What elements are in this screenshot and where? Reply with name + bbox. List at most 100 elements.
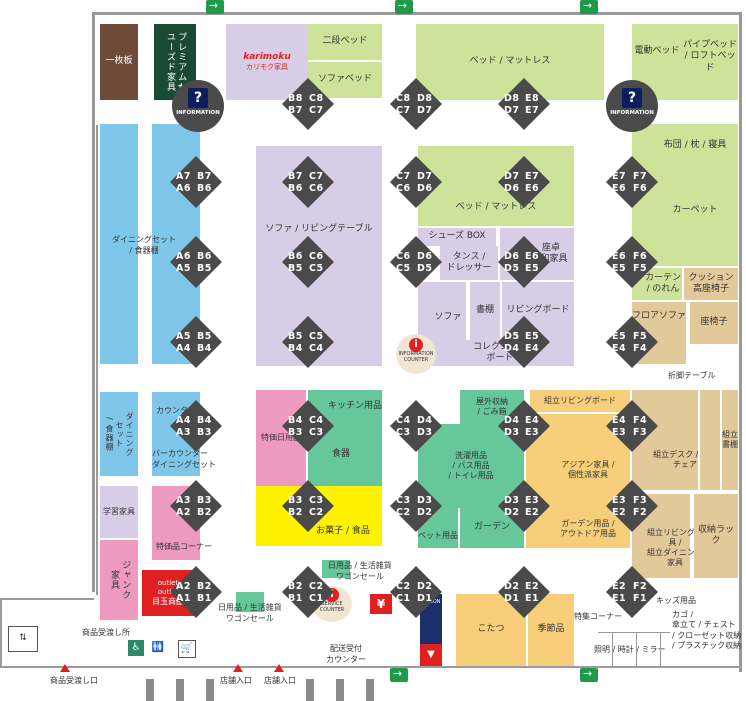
aisle-code: F5: [633, 331, 648, 342]
aisle-code: A2: [176, 507, 191, 518]
aisle-diamond-shape: [606, 480, 658, 532]
aisle-code: E7: [612, 171, 627, 182]
aisle-code: D7: [504, 105, 520, 116]
aisle-diamond-shape: [498, 78, 550, 130]
aisle-code: F4: [633, 343, 648, 354]
aisle-diamond-shape: [390, 400, 442, 452]
aisle-code: F2: [633, 507, 648, 518]
divider-kago: [598, 632, 670, 633]
aisle-code: A5: [176, 331, 191, 342]
zone-shodana: 書棚: [470, 282, 500, 340]
aisle-diamond-shape: [282, 156, 334, 208]
information-left[interactable]: ? INFORMATION: [172, 80, 224, 132]
aisle-code: D2: [417, 581, 433, 592]
aisle-code: D1: [417, 593, 433, 604]
aisle-code: B5: [288, 331, 303, 342]
aisle-diamond-shape: [170, 236, 222, 288]
counter-label: カウンター: [156, 406, 196, 415]
aisle-code: F1: [633, 593, 648, 604]
zone-karimoku: karimoku カリモク家具: [226, 24, 308, 100]
aisle-code: E6: [612, 183, 627, 194]
aisle-code: D3: [417, 495, 433, 506]
aisle-code: D7: [417, 105, 433, 116]
aisle-diamond-shape: [282, 236, 334, 288]
aisle-code: F4: [633, 415, 648, 426]
aisle-diamond-shape: [282, 480, 334, 532]
aisle-code: C2: [309, 581, 324, 592]
aisle-diamond-fill: [170, 480, 222, 532]
aisle-code: E1: [612, 593, 627, 604]
aisle-diamond-shape: [170, 316, 222, 368]
aisle-diamond-fill: [498, 566, 550, 618]
yen-icon: ¥: [370, 594, 392, 614]
aisle-code: A3: [176, 495, 191, 506]
zone-kumitate-living2: 組立リビング家具 / 組立ダイニング家具: [632, 494, 703, 578]
entrance-marker: [233, 664, 243, 672]
aisle-code: E6: [525, 183, 540, 194]
aisle-code: B2: [288, 507, 303, 518]
aisle-code: B5: [288, 263, 303, 274]
aisle-code: E6: [612, 251, 627, 262]
entrance-marker: [274, 664, 284, 672]
aisle-code: B4: [288, 415, 303, 426]
aisle-code: C3: [309, 427, 324, 438]
aisle-diamond-fill: [498, 400, 550, 452]
aisle-diamond-shape: [390, 78, 442, 130]
outer-wall-bottom-left: [0, 598, 94, 600]
aisle-code: C6: [309, 251, 324, 262]
aisle-code: D3: [504, 495, 520, 506]
information-right[interactable]: ? INFORMATION: [606, 80, 658, 132]
aisle-code: E6: [525, 251, 540, 262]
exit-bottom-mid: [390, 667, 408, 682]
aisle-code: D5: [417, 263, 433, 274]
cart-icon: 🛒: [178, 640, 196, 658]
aisle-code: C4: [309, 415, 324, 426]
aisle-code: D2: [504, 507, 520, 518]
exit-bottom-right: [580, 667, 598, 682]
aisle-diamond-shape: [282, 400, 334, 452]
aisle-code: E5: [525, 263, 540, 274]
aisle-code: C4: [396, 415, 411, 426]
aisle-code: E7: [525, 171, 540, 182]
zone-dining: [100, 124, 138, 364]
aisle-diamond-fill: [498, 316, 550, 368]
divider-kago-v1: [612, 632, 613, 666]
aisle-code: E2: [525, 581, 540, 592]
aisle-diamond-fill: [390, 400, 442, 452]
zone-tansu: タンス / ドレッサー: [440, 246, 498, 280]
bar-counter-label: バーカウンター ダイニングセット: [152, 449, 216, 469]
aisle-diamond-shape: [606, 156, 658, 208]
restroom-icon: 🚻: [151, 641, 165, 653]
zone-nidan-bed: 二段ベッド: [308, 24, 382, 60]
kago-label: カゴ / 傘立て / チェスト / クローゼット収納 / プラスチック収納: [672, 610, 742, 651]
haisou-label: 配送受付 カウンター: [326, 644, 366, 664]
pillar: [206, 679, 214, 701]
aisle-code: E2: [525, 507, 540, 518]
aisle-code: D5: [504, 331, 520, 342]
aisle-code: B4: [288, 343, 303, 354]
aisle-code: B7: [197, 171, 212, 182]
aisle-code: E1: [525, 593, 540, 604]
aisle-diamond-fill: [170, 400, 222, 452]
aisle-diamond-shape: [606, 566, 658, 618]
entrance-mid1-label: 店舗入口: [220, 676, 252, 685]
information-counter[interactable]: i INFORMATION COUNTER: [396, 334, 436, 374]
aisle-code: E3: [612, 427, 627, 438]
aisle-diamond-fill: [390, 78, 442, 130]
aisle-code: E3: [525, 495, 540, 506]
zone-shuno-rack: 収納ラック: [694, 494, 738, 578]
